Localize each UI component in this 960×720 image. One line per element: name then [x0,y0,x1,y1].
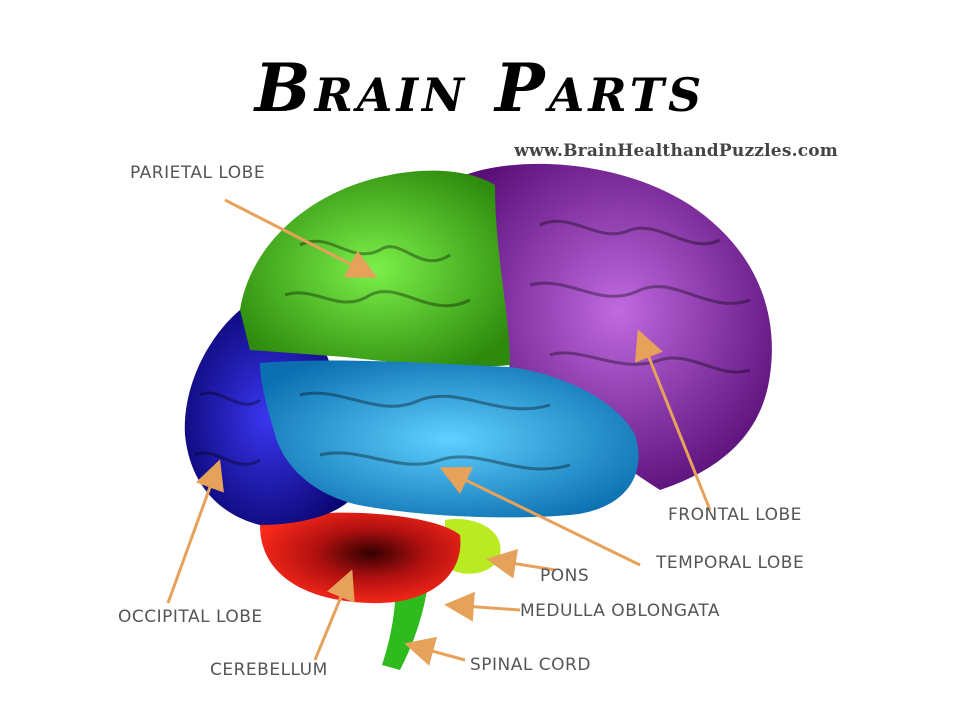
brain-diagram: www.BrainHealthandPuzzles.com PARIETAL L… [100,135,860,695]
label-medulla-oblongata: MEDULLA OBLONGATA [520,601,720,621]
label-temporal-lobe: TEMPORAL LOBE [656,553,805,573]
arrow-spinal [404,636,466,666]
arrow-occipital [166,459,224,604]
arrow-cerebellum [313,569,355,661]
cerebellum [260,512,461,604]
label-parietal-lobe: PARIETAL LOBE [130,163,266,183]
parietal-lobe [240,170,510,367]
label-pons: PONS [540,566,590,586]
slide-title: Brain Parts [254,49,706,127]
label-spinal-cord: SPINAL CORD [470,655,591,675]
brain-illustration [166,163,772,670]
label-frontal-lobe: FRONTAL LOBE [668,505,802,525]
arrow-temporal [439,467,641,567]
pointer-arrows [166,198,712,666]
arrow-frontal [634,329,712,511]
label-occipital-lobe: OCCIPITAL LOBE [118,607,263,627]
arrow-medulla [444,591,521,622]
temporal-lobe [260,360,639,518]
label-cerebellum: CEREBELLUM [210,660,328,680]
watermark-text: www.BrainHealthandPuzzles.com [514,141,838,161]
arrow-pons [486,548,556,579]
arrow-parietal [224,198,378,278]
gyri-texture [194,219,751,471]
